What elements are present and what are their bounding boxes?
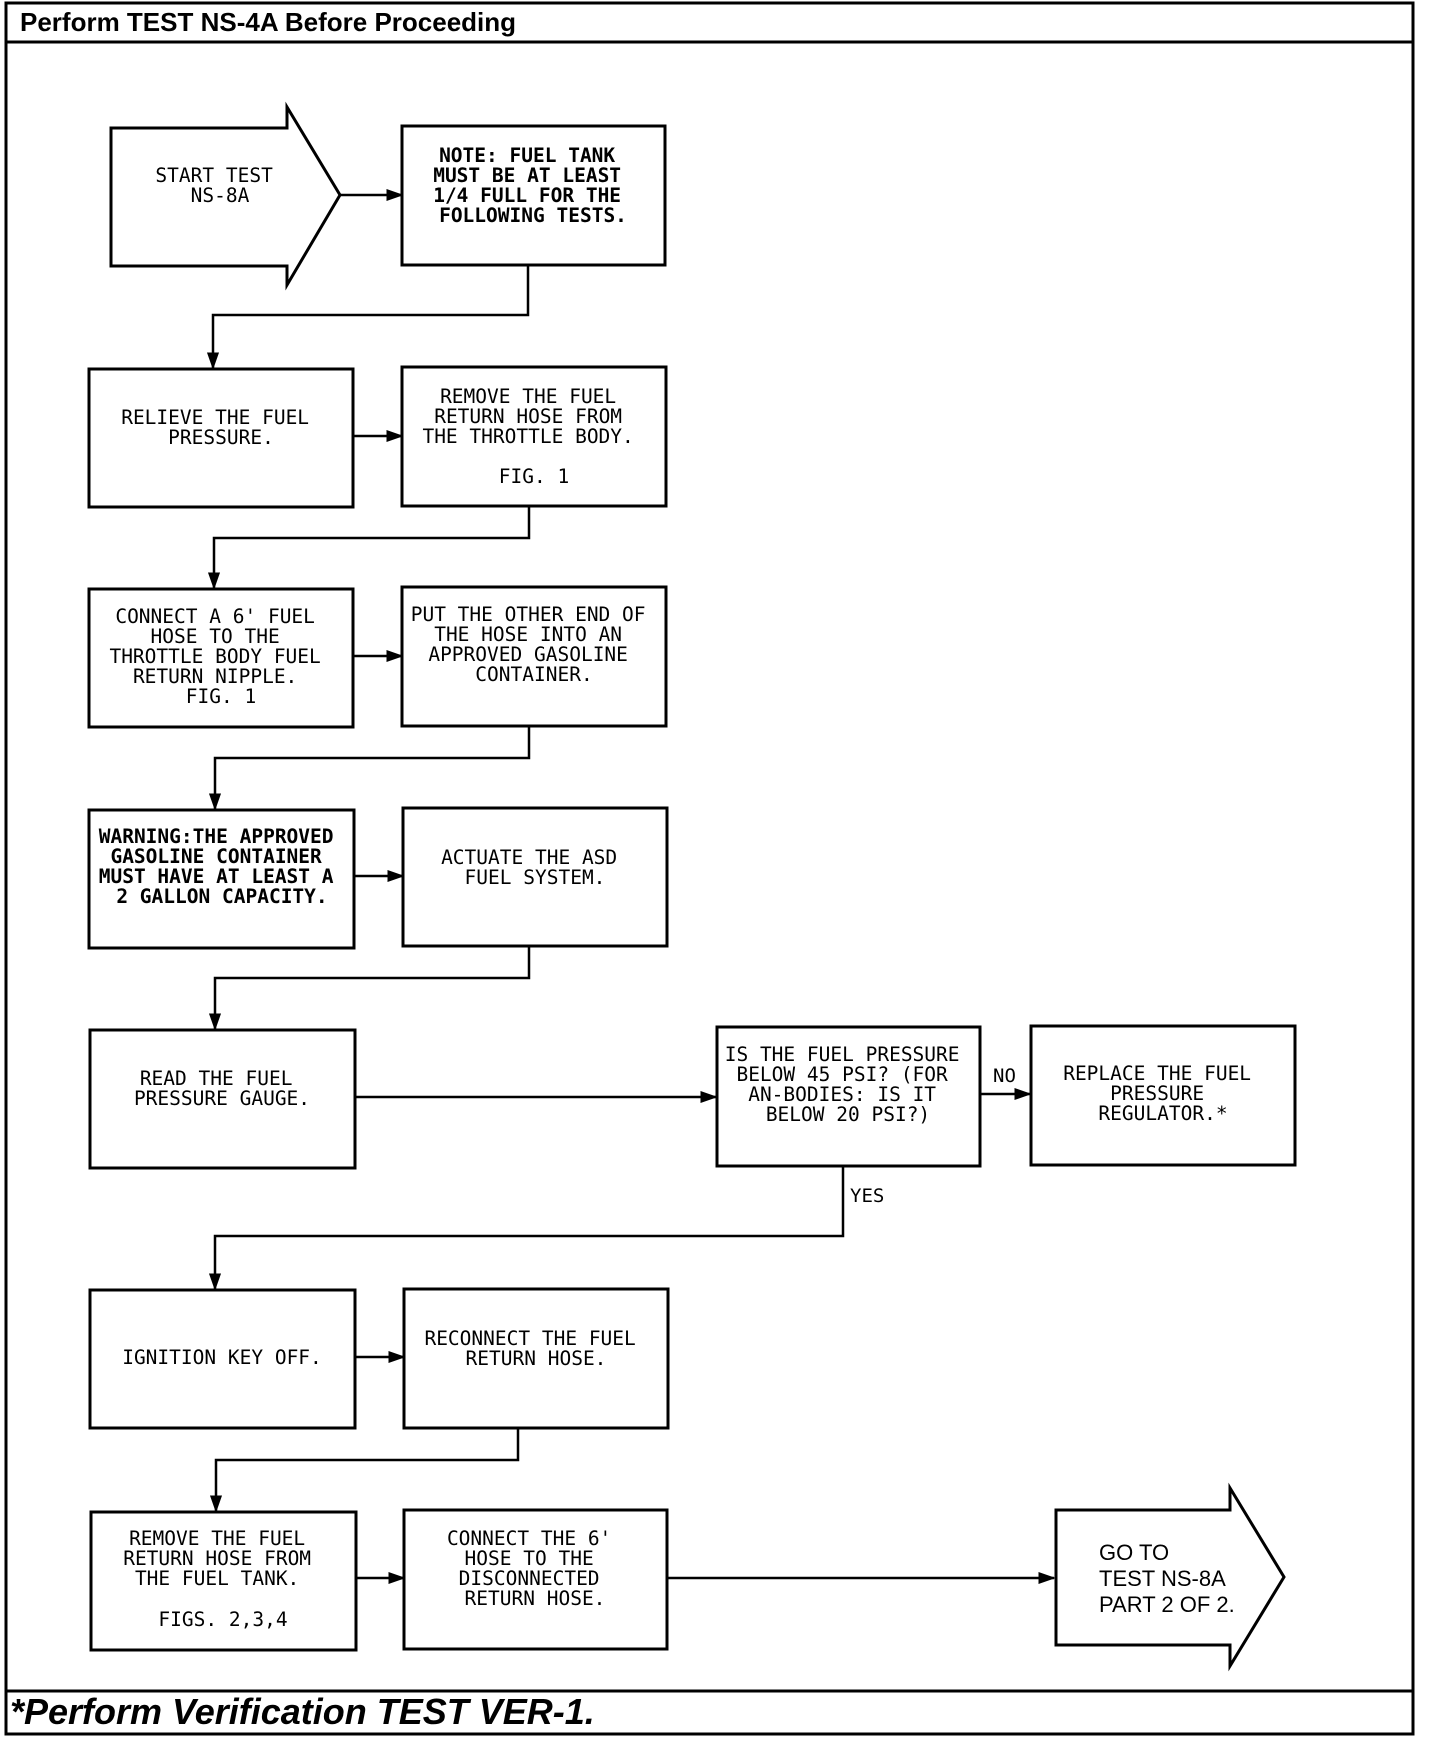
note-box: NOTE: FUEL TANK MUST BE AT LEAST 1/4 FUL… xyxy=(400,124,667,267)
put-hose-end-box: PUT THE OTHER END OF THE HOSE INTO AN AP… xyxy=(400,585,668,728)
ignition-off-box: IGNITION KEY OFF. xyxy=(88,1288,357,1430)
connectors xyxy=(206,188,1056,1585)
svg-text:WARNING:THE APPROVED GAS: WARNING:THE APPROVED GASOLINE CONTAINER … xyxy=(99,825,346,908)
svg-text:CONNECT THE 6' HOSE TO T: CONNECT THE 6' HOSE TO THE DISCONNECTED … xyxy=(447,1527,623,1610)
svg-text:ACTUATE THE ASD FUEL SYS: ACTUATE THE ASD FUEL SYSTEM. xyxy=(441,846,629,889)
start-arrow-node: START TEST NS-8A xyxy=(109,101,342,291)
svg-text:IGNITION KEY OFF.: IGNITION KEY OFF. xyxy=(122,1346,322,1369)
connect-disconnected-box: CONNECT THE 6' HOSE TO THE DISCONNECTED … xyxy=(402,1508,669,1651)
goto-arrow-node: GO TO TEST NS-8A PART 2 OF 2. xyxy=(1054,1482,1286,1672)
remove-tank-hose-box: REMOVE THE FUEL RETURN HOSE FROM THE FUE… xyxy=(89,1510,358,1652)
remove-throttle-hose-box: REMOVE THE FUEL RETURN HOSE FROM THE THR… xyxy=(400,365,668,508)
svg-text:RECONNECT THE FUEL RETUR: RECONNECT THE FUEL RETURN HOSE. xyxy=(424,1327,647,1370)
read-gauge-box: READ THE FUEL PRESSURE GAUGE. xyxy=(88,1028,357,1170)
actuate-asd-box: ACTUATE THE ASD FUEL SYSTEM. xyxy=(401,806,669,948)
svg-text:NOTE: FUEL TANK MUST BE: NOTE: FUEL TANK MUST BE AT LEAST 1/4 FUL… xyxy=(433,144,633,227)
reconnect-hose-box: RECONNECT THE FUEL RETURN HOSE. xyxy=(402,1287,670,1430)
relieve-pressure-box: RELIEVE THE FUEL PRESSURE. xyxy=(87,367,355,509)
svg-text:CONNECT A 6' FUEL HOSE T: CONNECT A 6' FUEL HOSE TO THE THROTTLE B… xyxy=(109,605,332,708)
svg-text:REMOVE THE FUEL RETURN H: REMOVE THE FUEL RETURN HOSE FROM THE FUE… xyxy=(123,1527,323,1631)
no-label: NO xyxy=(993,1065,1016,1087)
decision-box: IS THE FUEL PRESSURE BELOW 45 PSI? (FOR … xyxy=(715,1025,982,1168)
page-border xyxy=(4,1,1415,1736)
svg-text:IS THE FUEL PRESSURE BEL: IS THE FUEL PRESSURE BELOW 45 PSI? (FOR … xyxy=(725,1043,972,1126)
svg-text:REMOVE THE FUEL RETURN H: REMOVE THE FUEL RETURN HOSE FROM THE THR… xyxy=(422,385,645,488)
svg-text:PUT THE OTHER END OF THE: PUT THE OTHER END OF THE HOSE INTO AN AP… xyxy=(411,603,658,686)
svg-text:READ THE FUEL PRESSURE G: READ THE FUEL PRESSURE GAUGE. xyxy=(134,1067,310,1110)
svg-text:START TEST NS-8A: START TEST NS-8A xyxy=(155,164,284,207)
svg-text:RELIEVE THE FUEL PRESSUR: RELIEVE THE FUEL PRESSURE. xyxy=(121,406,321,449)
svg-text:REPLACE THE FUEL PRESSUR: REPLACE THE FUEL PRESSURE REGULATOR.* xyxy=(1063,1062,1263,1125)
header-title: Perform TEST NS-4A Before Proceeding xyxy=(20,7,516,37)
warning-box: WARNING:THE APPROVED GASOLINE CONTAINER … xyxy=(87,808,356,950)
replace-regulator-box: REPLACE THE FUEL PRESSURE REGULATOR.* xyxy=(1029,1024,1297,1167)
connect-fuel-hose-box: CONNECT A 6' FUEL HOSE TO THE THROTTLE B… xyxy=(87,587,355,729)
svg-text:GO TO TEST NS-8A P: GO TO TEST NS-8A PART 2 OF 2. xyxy=(1099,1540,1235,1617)
footer-note: *Perform Verification TEST VER-1. xyxy=(10,1691,595,1732)
yes-label: YES xyxy=(850,1185,884,1207)
